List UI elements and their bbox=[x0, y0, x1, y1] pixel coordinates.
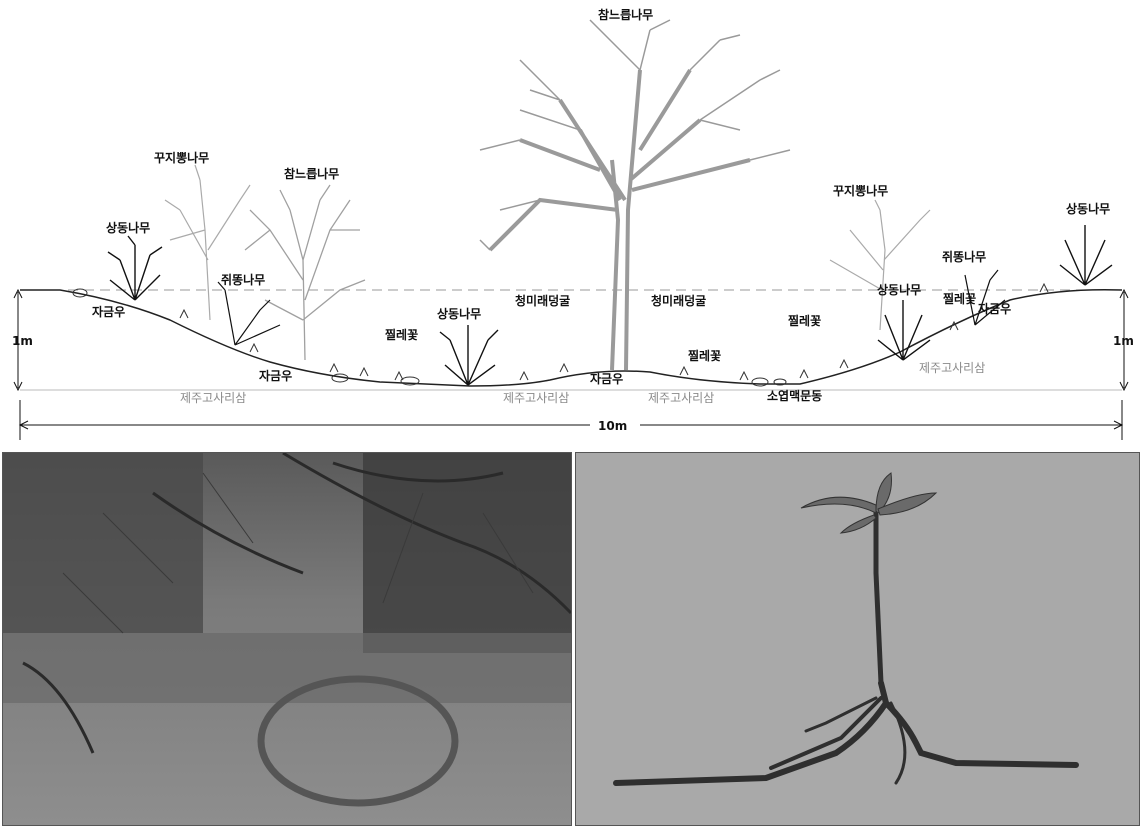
label-gosari-3: 제주고사리삼 bbox=[648, 391, 714, 405]
left-kkuji-tree bbox=[165, 165, 250, 320]
label-jjille-1: 찔레꽃 bbox=[385, 327, 418, 342]
label-oak-top: 참느릅나무 bbox=[598, 7, 653, 22]
label-jageumu-3: 자금우 bbox=[590, 371, 623, 386]
label-jjille-2: 찔레꽃 bbox=[688, 348, 721, 363]
label-gosari-2: 제주고사리삼 bbox=[503, 391, 569, 405]
shrub-sangdong-right bbox=[878, 300, 930, 360]
shrub-sangdong-mid bbox=[440, 325, 498, 385]
label-jwittong-right: 쥐똥나무 bbox=[942, 249, 986, 264]
label-kkuji-right: 꾸지뽕나무 bbox=[833, 183, 888, 198]
label-oak-left: 참느릅나무 bbox=[284, 166, 339, 181]
width-dimension bbox=[20, 400, 1122, 440]
photo-forest-floor bbox=[2, 452, 572, 826]
label-gosari-1: 제주고사리삼 bbox=[180, 391, 246, 405]
label-jjille-4: 찔레꽃 bbox=[943, 291, 976, 306]
shrub-sangdong-far-right bbox=[1060, 225, 1112, 285]
label-cheongmi-2: 청미래덩굴 bbox=[651, 293, 706, 308]
cross-section-diagram: 참느릅나무 참느릅나무 꾸지뽕나무 꾸지뽕나무 상동나무 상동나무 상동나무 상… bbox=[0, 0, 1141, 450]
label-jjille-3: 찔레꽃 bbox=[788, 313, 821, 328]
label-jageumu-1: 자금우 bbox=[92, 304, 125, 319]
label-sangdong-right: 상동나무 bbox=[877, 282, 921, 297]
label-gosari-4: 제주고사리삼 bbox=[919, 361, 985, 375]
label-cheongmi-1: 청미래덩굴 bbox=[515, 293, 570, 308]
label-sangdong-far-left: 상동나무 bbox=[106, 220, 150, 235]
right-kkuji-tree bbox=[830, 200, 930, 330]
dimension-height-right: 1m bbox=[1113, 334, 1134, 348]
shrub-jwittong-left bbox=[218, 282, 280, 345]
dimension-width: 10m bbox=[598, 419, 627, 433]
dimension-height-left: 1m bbox=[12, 334, 33, 348]
label-jageumu-4: 자금우 bbox=[978, 301, 1011, 316]
label-soyeop: 소엽맥문동 bbox=[767, 388, 822, 403]
photo-seedling bbox=[575, 452, 1140, 826]
label-jageumu-2: 자금우 bbox=[259, 368, 292, 383]
label-sangdong-far-right: 상동나무 bbox=[1066, 201, 1110, 216]
label-sangdong-mid: 상동나무 bbox=[437, 306, 481, 321]
label-kkuji-left: 꾸지뽕나무 bbox=[154, 150, 209, 165]
label-jwittong-left: 쥐똥나무 bbox=[221, 272, 265, 287]
central-oak-tree bbox=[480, 20, 790, 370]
